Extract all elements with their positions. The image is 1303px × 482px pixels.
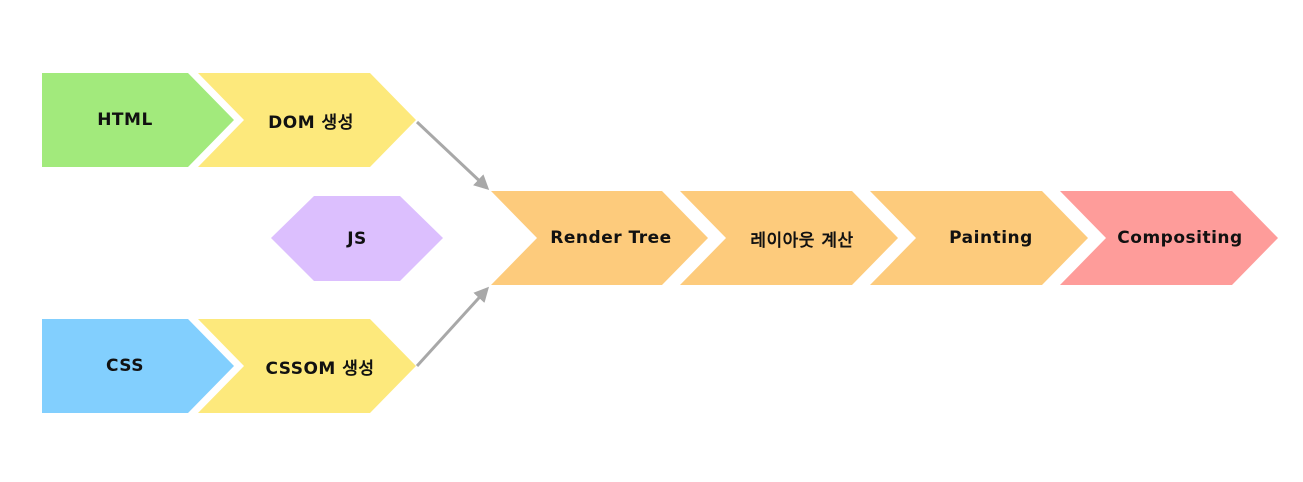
js-node-shape [271,196,443,281]
css-node-shape [42,319,234,413]
compositing-node-shape [1060,191,1278,285]
layout-node-shape [680,191,898,285]
dom-node-shape [198,73,416,167]
render-tree-node-shape [491,191,708,285]
connector-dom-to-render-tree [415,120,490,191]
html-node-shape [42,73,234,167]
cssom-node-shape [198,319,416,413]
painting-node-shape [870,191,1088,285]
connector-cssom-to-render-tree [415,286,490,368]
